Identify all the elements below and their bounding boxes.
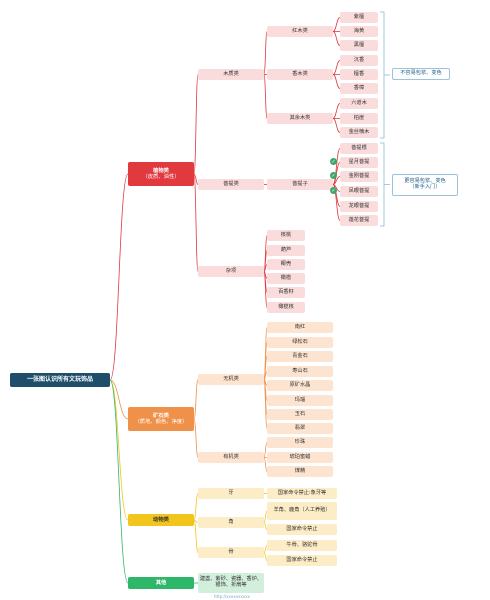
leaf-horn-1[interactable]: 羊角、鹿角（人工养殖）	[267, 502, 337, 520]
leaf-horn-2[interactable]: 国家命令禁止	[267, 524, 337, 535]
connector-line	[109, 379, 129, 521]
leaf-inorganic-8[interactable]: 翡翠	[267, 423, 333, 434]
connector-line	[332, 148, 341, 185]
connector-line	[332, 184, 341, 221]
connector-line	[193, 379, 199, 420]
leaf-hongmu-3[interactable]: 黑檀	[340, 40, 378, 51]
animal-tooth[interactable]: 牙	[198, 488, 264, 499]
leaf-inorganic-1[interactable]: 南红	[267, 322, 333, 333]
category-other-label: 其他	[155, 579, 167, 586]
connector-line	[109, 379, 129, 584]
leaf-misc-5[interactable]: 百香籽	[267, 287, 305, 298]
connector-line	[109, 379, 129, 420]
connector-line	[193, 173, 199, 272]
leaf-organic-3[interactable]: 煤精	[267, 466, 333, 477]
connector-line	[263, 522, 268, 530]
plant-hongmu[interactable]: 红木类	[267, 26, 333, 37]
category-animal-label: 动物类	[153, 516, 169, 523]
leaf-bone-2[interactable]: 国家命令禁止	[267, 555, 337, 566]
category-plant[interactable]: 植物类（皮质、油性）	[128, 162, 194, 186]
connector-line	[263, 379, 268, 429]
connector-line	[332, 103, 341, 119]
category-mineral-sub: （质地、颜色、净度）	[134, 419, 188, 425]
leaf-bodhi-5[interactable]: 龙眼菩提	[340, 201, 378, 212]
leaf-inorganic-4[interactable]: 寿山石	[267, 366, 333, 377]
check-circle-icon: ✓	[330, 158, 337, 165]
leaf-organic-2[interactable]: 琥珀蜜蜡	[267, 452, 333, 463]
plant-bodhi-seed[interactable]: 菩提子	[267, 179, 333, 190]
leaf-bodhi-3[interactable]: 金刚菩提	[340, 171, 378, 182]
note-hard-to-patina: 不容易包浆、变色	[392, 68, 450, 80]
connector-line	[263, 457, 268, 472]
connector-line	[193, 418, 199, 458]
animal-horn[interactable]: 角	[198, 517, 264, 528]
connector-line	[193, 519, 199, 553]
connector-line	[193, 173, 199, 185]
mineral-inorganic[interactable]: 无机类	[198, 374, 264, 385]
connector-line	[263, 552, 268, 561]
connector-line	[332, 31, 341, 46]
plant-misc[interactable]: 杂项	[198, 266, 264, 277]
plant-bodhi[interactable]: 菩提类	[198, 179, 264, 190]
connector-line	[109, 173, 129, 381]
connector-line	[332, 118, 341, 133]
leaf-inorganic-5[interactable]: 原矿水晶	[267, 380, 333, 391]
connector-line	[332, 60, 341, 75]
category-plant-label: 植物类	[153, 167, 169, 174]
leaf-misc-2[interactable]: 葫芦	[267, 245, 305, 256]
leaf-xiangmu-2[interactable]: 檀香	[340, 69, 378, 80]
leaf-inorganic-7[interactable]: 玉石	[267, 409, 333, 420]
leaf-bodhi-1[interactable]: 菩提根	[340, 143, 378, 154]
connector-line	[193, 493, 199, 521]
connector-line	[263, 31, 268, 75]
leaf-tooth-1[interactable]: 国家命令禁止:象牙等	[267, 488, 337, 499]
leaf-xiangmu-1[interactable]: 沉香	[340, 55, 378, 66]
connector-line	[263, 510, 268, 523]
root-node[interactable]: 一张图认识所有文玩饰品	[10, 373, 110, 387]
leaf-bodhi-6[interactable]: 莲花菩提	[340, 215, 378, 226]
brace-line	[380, 142, 390, 227]
leaf-inorganic-6[interactable]: 玛瑙	[267, 395, 333, 406]
footer-url: http://xxxxxxxxxx	[214, 594, 250, 599]
category-mineral[interactable]: 矿石类（质地、颜色、净度）	[128, 407, 194, 431]
category-animal[interactable]: 动物类	[128, 514, 194, 526]
leaf-misc-1[interactable]: 核桃	[267, 230, 305, 241]
connector-line	[263, 442, 268, 458]
leaf-otherwood-1[interactable]: 六道木	[340, 98, 378, 109]
check-circle-icon: ✓	[330, 187, 337, 194]
leaf-misc-6[interactable]: 橄榄核	[267, 302, 305, 313]
leaf-inorganic-2[interactable]: 绿松石	[267, 337, 333, 348]
note-easy-to-patina: 更容易包浆、变色 （新手入门）	[392, 174, 458, 196]
leaf-bone-1[interactable]: 牛骨、骆驼骨	[267, 540, 337, 551]
leaf-organic-1[interactable]: 珍珠	[267, 437, 333, 448]
plant-wood[interactable]: 木质类	[198, 69, 264, 80]
category-plant-sub: （皮质、油性）	[142, 174, 180, 180]
connector-line	[263, 74, 268, 119]
leaf-inorganic-3[interactable]: 青金石	[267, 351, 333, 362]
leaf-hongmu-2[interactable]: 海黄	[340, 26, 378, 37]
mineral-organic[interactable]: 有机类	[198, 452, 264, 463]
leaf-otherwood-3[interactable]: 金丝楠木	[340, 127, 378, 138]
connector-line	[332, 17, 341, 32]
leaf-xiangmu-3[interactable]: 香樟	[340, 83, 378, 94]
plant-other-wood[interactable]: 其余木类	[267, 113, 333, 124]
brace-line	[380, 11, 390, 139]
leaf-bodhi-2[interactable]: 星月菩提	[340, 157, 378, 168]
animal-bone[interactable]: 骨	[198, 547, 264, 558]
leaf-bodhi-4[interactable]: 凤眼菩提	[340, 186, 378, 197]
category-mineral-label: 矿石类	[153, 412, 169, 419]
leaf-misc-3[interactable]: 椰壳	[267, 259, 305, 270]
leaf-other-items[interactable]: 建盏、紫砂、瓷器、香炉、银饰、折扇等	[198, 573, 264, 593]
leaf-misc-4[interactable]: 橄榄	[267, 273, 305, 284]
connector-line	[332, 74, 341, 89]
connector-line	[193, 74, 199, 175]
category-other[interactable]: 其他	[128, 577, 194, 589]
check-circle-icon: ✓	[330, 172, 337, 179]
connector-line	[263, 271, 268, 308]
leaf-hongmu-1[interactable]: 紫檀	[340, 12, 378, 23]
leaf-otherwood-2[interactable]: 柏崖	[340, 113, 378, 124]
plant-xiangmu[interactable]: 香木类	[267, 69, 333, 80]
